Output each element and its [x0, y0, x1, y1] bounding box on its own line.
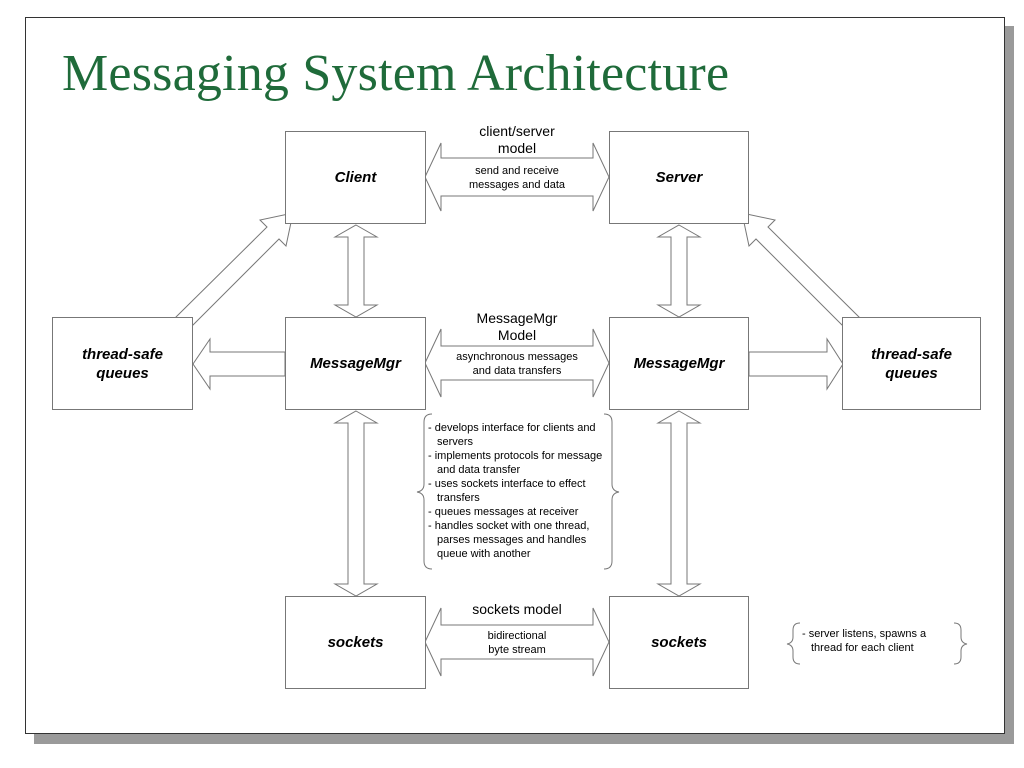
- server-note-brace-left: [786, 622, 801, 665]
- arrow-queues-to-server: [741, 212, 861, 328]
- messagemgr-notes: develops interface for clients and serve…: [428, 421, 608, 561]
- sockets-model-label: sockets model: [472, 601, 562, 617]
- arrow-messagemgr-sockets-right: [656, 410, 702, 597]
- client-label: Client: [334, 169, 377, 186]
- note-item: develops interface for clients and serve…: [428, 421, 608, 449]
- client-server-model-label: client/server model: [479, 123, 555, 156]
- page-title: Messaging System Architecture: [62, 45, 730, 102]
- messagemgr-desc: asynchronous messages and data transfers: [456, 351, 578, 377]
- note-item: implements protocols for message and dat…: [428, 449, 608, 477]
- messagemgr-left-label: MessageMgr: [310, 355, 401, 372]
- queues-right-box: thread-safe queues: [842, 317, 981, 410]
- client-server-desc: send and receive messages and data: [468, 165, 565, 191]
- note-item: queues messages at receiver: [428, 505, 608, 519]
- sockets-desc: bidirectional byte stream: [487, 630, 547, 656]
- note-item: server listens, spawns a thread for each…: [802, 627, 952, 655]
- server-label: Server: [655, 169, 703, 186]
- arrow-messagemgr-sockets-left: [333, 410, 379, 597]
- queues-left-label: thread-safe queues: [82, 345, 163, 382]
- sockets-right-box: sockets: [609, 596, 749, 689]
- queues-right-label: thread-safe queues: [871, 345, 952, 382]
- messagemgr-left-box: MessageMgr: [285, 317, 426, 410]
- client-box: Client: [285, 131, 426, 224]
- messagemgr-right-label: MessageMgr: [633, 355, 725, 372]
- server-note: server listens, spawns a thread for each…: [802, 627, 952, 655]
- queues-left-box: thread-safe queues: [52, 317, 193, 410]
- arrow-to-queues-left: [192, 337, 286, 391]
- note-item: uses sockets interface to effect transfe…: [428, 477, 608, 505]
- sockets-left-box: sockets: [285, 596, 426, 689]
- sockets-right-label: sockets: [651, 634, 707, 651]
- note-item: handles socket with one thread, parses m…: [428, 519, 608, 561]
- arrow-to-queues-right: [748, 337, 844, 391]
- sockets-left-label: sockets: [327, 634, 384, 651]
- arrow-queues-to-client: [174, 212, 294, 328]
- arrow-server-messagemgr: [656, 224, 702, 318]
- server-note-brace-right: [953, 622, 968, 665]
- messagemgr-model-label: MessageMgr Model: [476, 310, 558, 343]
- messagemgr-right-box: MessageMgr: [609, 317, 749, 410]
- server-box: Server: [609, 131, 749, 224]
- arrow-client-messagemgr: [333, 224, 379, 318]
- notes-brace-right: [603, 413, 620, 570]
- notes-brace-left: [416, 413, 433, 570]
